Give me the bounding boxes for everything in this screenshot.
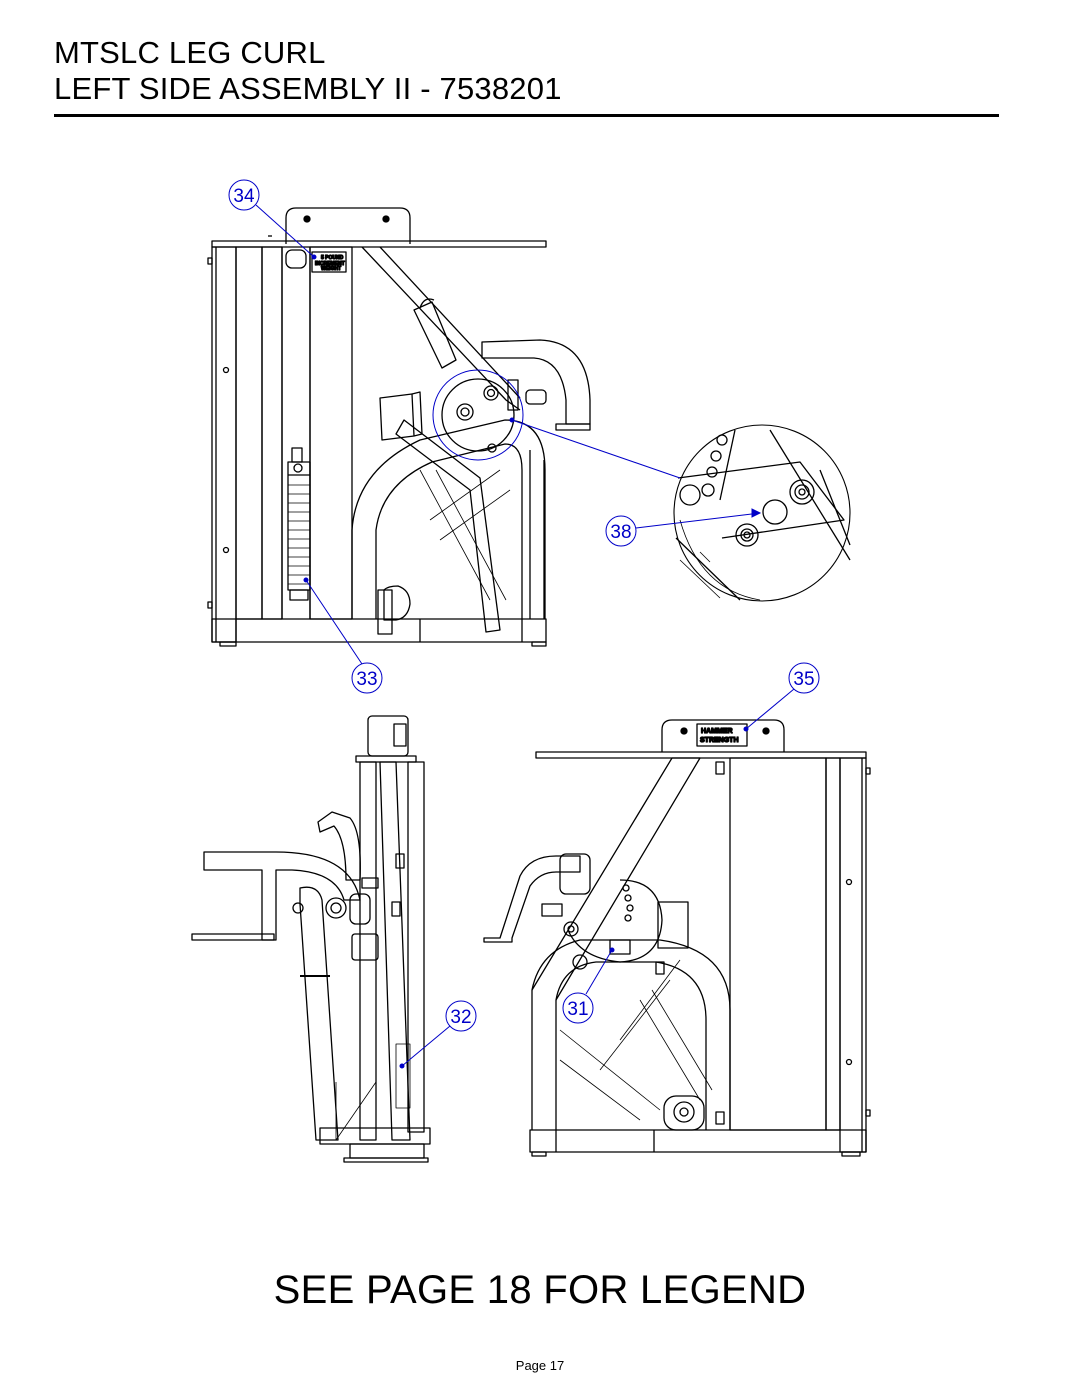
right-frame-top-rail: [535, 751, 867, 759]
callout-34-circle: [228, 179, 260, 211]
title-underline: [54, 114, 999, 117]
top-machine-view: 5 POUND INCREMENT WEIGHT: [207, 207, 591, 647]
bottom-right-view: HAMMER STRENGTH: [483, 719, 871, 1157]
callout-34: 34: [233, 186, 255, 207]
brand-decal: [696, 723, 748, 747]
frame-base: [211, 618, 547, 643]
right-curved-frame: [531, 939, 731, 1130]
svg-text:5 POUND: 5 POUND: [321, 255, 344, 261]
bottom-left-view: [191, 715, 431, 1163]
end-shroud: [367, 715, 409, 757]
weight-decal: [311, 251, 347, 273]
right-diagonal: [531, 757, 701, 1001]
end-lever: [299, 886, 339, 1141]
end-base: [319, 1127, 431, 1145]
svg-text:STRENGTH: STRENGTH: [700, 737, 739, 744]
upper-handle: [413, 301, 457, 369]
weight-stack: [287, 461, 311, 591]
callout-31-circle: [562, 992, 594, 1024]
lower-roller: [383, 585, 411, 621]
right-thigh-pad: [657, 901, 689, 949]
right-frame-base: [529, 1129, 867, 1153]
callout-35-circle: [788, 662, 820, 694]
detail-circle: [673, 424, 851, 602]
right-cam-decal: [609, 939, 631, 955]
callout-38: 38: [610, 522, 631, 543]
right-weight-panel: [729, 757, 827, 1131]
weight-guide-panel: [309, 246, 353, 620]
top-shroud: [285, 207, 411, 244]
callout-33: 33: [356, 669, 377, 690]
end-handle: [317, 811, 361, 881]
callout-32: 32: [450, 1007, 471, 1028]
detail-source-circle: [432, 369, 524, 461]
cam-disc: [441, 378, 515, 452]
svg-text:WEIGHT: WEIGHT: [321, 266, 341, 272]
detail-pin: [679, 484, 701, 506]
callouts: [228, 179, 820, 1069]
callout-31: 31: [567, 999, 588, 1020]
lever-arm: [395, 419, 501, 633]
top-pulley: [285, 249, 307, 269]
end-leg-pad: [203, 851, 361, 941]
leg-pad-arm: [481, 339, 591, 425]
callout-32-circle: [445, 1000, 477, 1032]
svg-text:HAMMER: HAMMER: [701, 728, 733, 735]
frame-top-rail: [211, 240, 547, 248]
callout-35: 35: [793, 669, 814, 690]
page-number: Page 17: [515, 1358, 565, 1373]
legend-note: SEE PAGE 18 FOR LEGEND: [273, 1268, 807, 1312]
detail-view: [673, 424, 851, 602]
detail-hole: [762, 499, 788, 525]
title-line-1: MTSLC LEG CURL: [54, 35, 326, 70]
right-leg-pad-arm: [483, 855, 581, 943]
title-line-2: LEFT SIDE ASSEMBLY II - 7538201: [54, 71, 562, 106]
right-cam-disc: [567, 879, 663, 963]
main-curved-frame: [351, 419, 546, 619]
callout-38-circle: [605, 515, 637, 547]
svg-text:INCREMENT: INCREMENT: [315, 261, 345, 267]
brand-shroud: [661, 719, 785, 752]
end-upright: [407, 761, 425, 1133]
detail-bracket: [677, 461, 845, 539]
callout-33-circle: [351, 662, 383, 694]
